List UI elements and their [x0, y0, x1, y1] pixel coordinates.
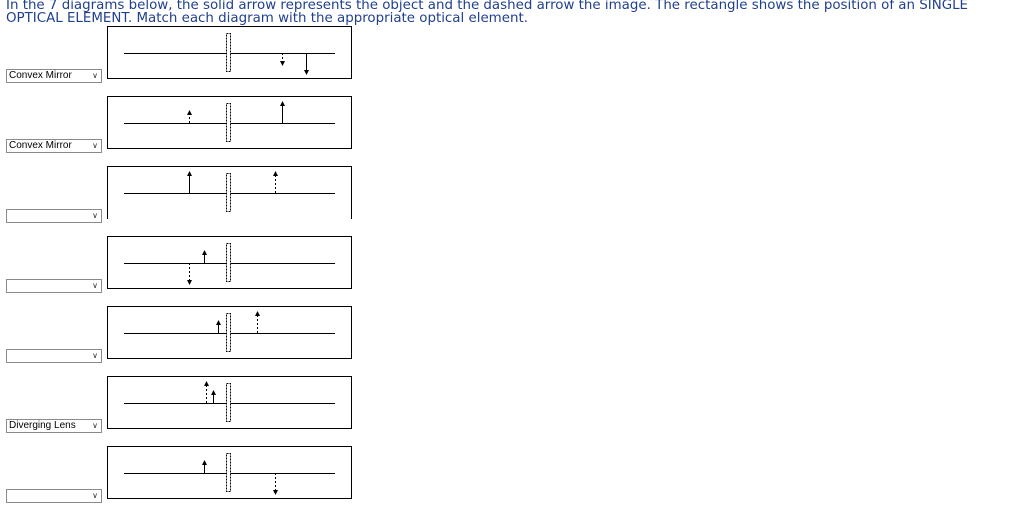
chevron-down-icon[interactable]: ∨	[92, 211, 98, 220]
chevron-down-icon[interactable]: ∨	[92, 491, 98, 500]
ray-diagram-svg	[124, 453, 335, 495]
object-arrow	[280, 101, 285, 123]
optical-element-rectangle	[226, 103, 231, 142]
ray-diagram-svg	[124, 311, 335, 352]
optical-element-rectangle	[226, 243, 231, 282]
element-select[interactable]: ∨	[6, 349, 102, 363]
ray-diagram-svg	[124, 171, 335, 212]
ray-diagram	[107, 96, 352, 149]
optical-element-rectangle	[226, 383, 231, 422]
element-select-value: Diverging Lens	[9, 420, 76, 431]
image-arrow	[255, 311, 260, 333]
ray-diagram-svg	[124, 101, 335, 142]
optical-element-rectangle	[226, 173, 231, 212]
ray-diagram	[107, 446, 352, 499]
ray-diagram-svg	[124, 243, 335, 285]
object-arrow	[211, 390, 216, 403]
optical-element-rectangle	[226, 33, 231, 72]
optical-element-rectangle	[226, 313, 231, 352]
ray-diagram	[107, 166, 352, 219]
element-select[interactable]: ∨	[6, 279, 102, 293]
image-arrow	[187, 110, 192, 123]
image-arrow	[280, 53, 285, 66]
element-select[interactable]: Diverging Lens ∨	[6, 419, 102, 433]
ray-diagram	[107, 306, 352, 359]
image-arrow	[273, 473, 278, 495]
chevron-down-icon[interactable]: ∨	[92, 141, 98, 150]
object-arrow	[187, 171, 192, 193]
image-arrow	[273, 171, 278, 193]
chevron-down-icon[interactable]: ∨	[92, 421, 98, 430]
chevron-down-icon[interactable]: ∨	[92, 351, 98, 360]
image-arrow	[187, 263, 192, 285]
element-select[interactable]: ∨	[6, 209, 102, 223]
element-select[interactable]: Convex Mirror ∨	[6, 139, 102, 153]
optical-element-rectangle	[226, 453, 231, 492]
image-arrow	[204, 381, 209, 403]
ray-diagram-svg	[124, 381, 335, 422]
object-arrow	[216, 320, 221, 333]
object-arrow	[202, 250, 207, 263]
element-select-value: Convex Mirror	[9, 140, 72, 151]
ray-diagram	[107, 376, 352, 429]
element-select[interactable]: Convex Mirror ∨	[6, 69, 102, 83]
chevron-down-icon[interactable]: ∨	[92, 71, 98, 80]
ray-diagram	[107, 26, 352, 79]
element-select[interactable]: ∨	[6, 489, 102, 503]
element-select-value: Convex Mirror	[9, 70, 72, 81]
chevron-down-icon[interactable]: ∨	[92, 281, 98, 290]
ray-diagram-svg	[124, 33, 335, 75]
instructions-text: In the 7 diagrams below, the solid arrow…	[6, 0, 969, 26]
ray-diagram	[107, 236, 352, 289]
object-arrow	[304, 53, 309, 75]
object-arrow	[202, 460, 207, 473]
